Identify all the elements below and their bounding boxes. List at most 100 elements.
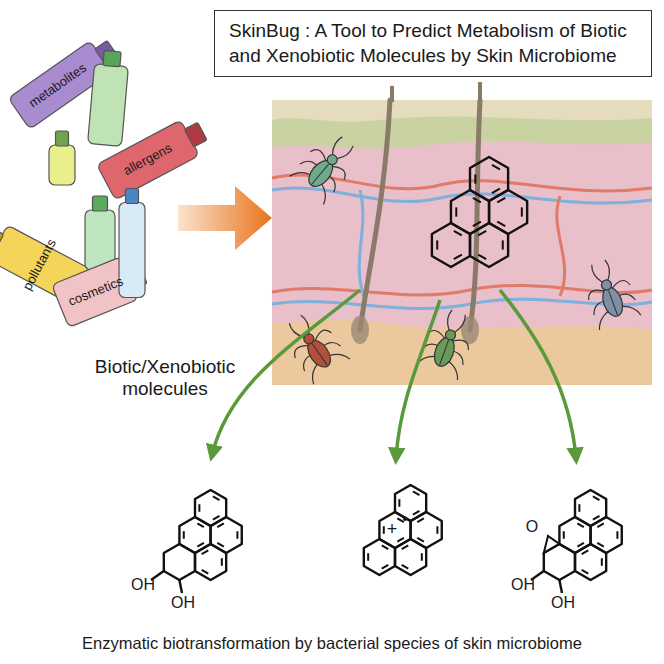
molecule-structure bbox=[563, 531, 565, 539]
skin-section bbox=[272, 100, 652, 122]
molecule-structure bbox=[492, 189, 500, 194]
bacteria-icon bbox=[609, 291, 618, 315]
molecule-structure bbox=[497, 222, 505, 227]
molecule-structure bbox=[217, 523, 224, 527]
molecule-structure bbox=[197, 543, 204, 547]
molecule-structure bbox=[575, 544, 606, 580]
atom-label: OH bbox=[171, 594, 195, 612]
skin-section bbox=[557, 196, 565, 296]
atom-label: + bbox=[387, 519, 398, 540]
skin-section bbox=[272, 100, 652, 330]
transformation-arrow bbox=[212, 290, 576, 458]
atom-label: OH bbox=[131, 576, 155, 594]
molecule-structure bbox=[454, 231, 462, 236]
molecule-structure bbox=[454, 255, 462, 260]
skin-section bbox=[272, 100, 652, 149]
molecule-structure bbox=[478, 255, 486, 260]
molecule-structure bbox=[367, 553, 369, 561]
bacteria-icon bbox=[578, 255, 641, 330]
product-bottles bbox=[85, 196, 115, 270]
bacteria-icon bbox=[444, 329, 457, 342]
molecule-structure bbox=[221, 558, 223, 566]
bacteria-icon bbox=[444, 310, 456, 331]
molecule-structure bbox=[582, 570, 589, 574]
skin-section bbox=[359, 190, 365, 300]
molecule-structure bbox=[473, 198, 481, 203]
molecule-structure bbox=[202, 570, 209, 574]
molecule-structure bbox=[575, 490, 606, 526]
molecule-structure bbox=[559, 580, 562, 593]
molecule-structure bbox=[502, 240, 504, 249]
bacteria-icon bbox=[440, 341, 449, 365]
bacteria-icon bbox=[312, 344, 327, 365]
molecule-structure bbox=[397, 538, 404, 542]
product-bottles bbox=[0, 227, 4, 252]
skin-section bbox=[461, 316, 479, 344]
molecule-structure bbox=[582, 550, 589, 554]
bacteria-icon bbox=[328, 136, 345, 155]
molecule-structure bbox=[364, 539, 395, 575]
bacteria-icon bbox=[601, 260, 613, 281]
skin-section bbox=[272, 100, 652, 385]
molecule-structure bbox=[151, 490, 242, 593]
product-bottles bbox=[97, 120, 200, 200]
molecule-structure bbox=[421, 553, 423, 561]
molecule-structure bbox=[402, 545, 409, 549]
product-bottles bbox=[49, 145, 75, 185]
molecule-structure bbox=[382, 545, 389, 549]
bacteria-icon bbox=[277, 127, 641, 384]
molecule-structure bbox=[395, 539, 426, 575]
bacteria-icon bbox=[325, 153, 339, 167]
molecule-structure bbox=[417, 538, 424, 542]
molecule-structure bbox=[593, 516, 600, 520]
section-label: Biotic/Xenobiotic molecules bbox=[78, 356, 253, 400]
molecule-structure bbox=[202, 550, 209, 554]
product-bottles bbox=[178, 186, 272, 250]
molecule-structure bbox=[521, 207, 523, 216]
atom-label: • bbox=[402, 510, 408, 528]
atom-label: O bbox=[526, 518, 538, 536]
product-bottles bbox=[184, 122, 207, 147]
molecule-structure bbox=[395, 485, 426, 521]
title: SkinBug : A Tool to Predict Metabolism o… bbox=[229, 19, 637, 68]
product-bottles bbox=[126, 189, 139, 204]
product-bottles bbox=[56, 131, 69, 146]
product-bottles bbox=[93, 196, 108, 211]
transformation-arrow bbox=[500, 290, 576, 458]
bacteria-icon bbox=[337, 143, 354, 162]
molecule-structure bbox=[478, 231, 486, 236]
molecule-structure bbox=[398, 499, 400, 507]
molecule-structure bbox=[577, 523, 584, 527]
product-bottles bbox=[88, 50, 130, 147]
molecule-structure bbox=[473, 222, 481, 227]
molecule-structure bbox=[164, 544, 195, 580]
molecule-structure bbox=[531, 490, 622, 593]
skin-section bbox=[351, 316, 369, 344]
product-bottles bbox=[97, 113, 212, 199]
molecule-structure bbox=[436, 526, 438, 534]
molecule-structure bbox=[593, 496, 600, 500]
skin-section bbox=[478, 82, 482, 102]
molecule-structure bbox=[474, 174, 476, 183]
atom-label: OH bbox=[551, 594, 575, 612]
bacteria-icon bbox=[455, 313, 467, 334]
bacteria-icon bbox=[290, 127, 365, 204]
molecule-structure bbox=[616, 531, 618, 539]
molecule-structure bbox=[217, 543, 224, 547]
molecule-structure bbox=[402, 565, 409, 569]
skin-section bbox=[390, 86, 394, 102]
molecule-structure bbox=[413, 511, 420, 515]
molecule-structure bbox=[195, 544, 226, 580]
molecule-structure bbox=[364, 485, 442, 575]
molecule-structure bbox=[417, 518, 424, 522]
product-bottles bbox=[88, 64, 129, 147]
bacteria-icon bbox=[600, 279, 613, 292]
transformation-arrow bbox=[396, 300, 440, 458]
molecule-structure bbox=[597, 523, 604, 527]
molecule-structure bbox=[577, 543, 584, 547]
skin-section bbox=[272, 82, 652, 385]
molecule-structure bbox=[432, 223, 470, 267]
product-bottles bbox=[103, 50, 121, 66]
